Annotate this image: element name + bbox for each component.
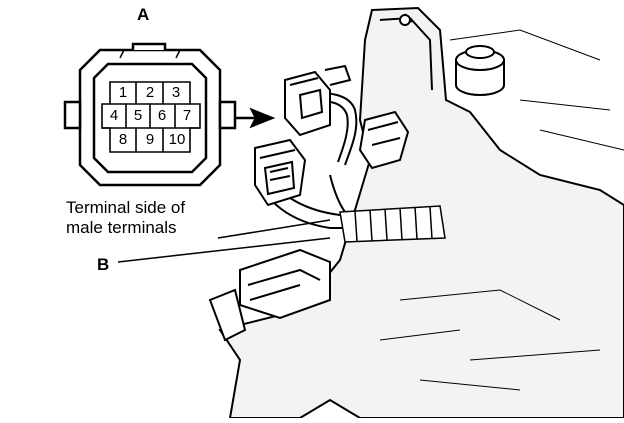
pin-number-3: 3: [171, 84, 181, 101]
pin-number-6: 6: [157, 107, 167, 124]
pin-number-7: 7: [182, 107, 192, 124]
lower-housing: [208, 248, 331, 342]
pin-number-10: 10: [168, 131, 186, 148]
callout-label-a: A: [137, 5, 150, 24]
pin-number-8: 8: [118, 131, 128, 148]
male-terminal-connector: [254, 138, 307, 207]
pin-number-9: 9: [145, 131, 155, 148]
caption-line-2: male terminals: [66, 218, 177, 237]
terminal-side-caption: Terminal side of male terminals: [66, 198, 185, 238]
cap-bolt: [455, 45, 505, 96]
shading-lines: [379, 29, 624, 391]
pin-number-4: 4: [109, 107, 119, 124]
corrugated-loom: [339, 205, 446, 243]
upper-connector: [284, 64, 352, 137]
caption-line-1: Terminal side of: [66, 198, 186, 217]
pointer-lines: [117, 219, 331, 263]
pin-number-1: 1: [118, 84, 128, 101]
pin-number-2: 2: [145, 84, 155, 101]
pin-number-5: 5: [133, 107, 143, 124]
pin-grid: [101, 81, 201, 153]
right-connector: [358, 110, 410, 170]
callout-label-b: B: [97, 255, 110, 274]
